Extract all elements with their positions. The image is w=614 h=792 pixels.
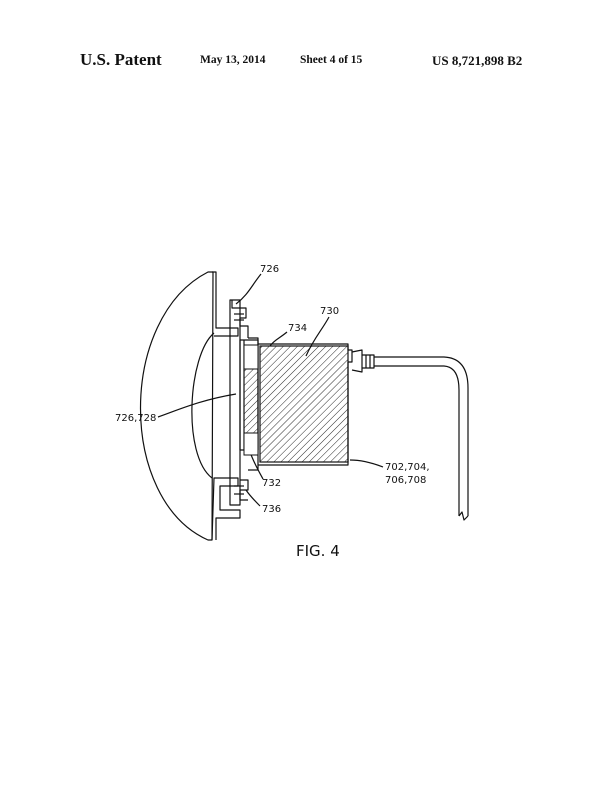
page-header: U.S. Patent May 13, 2014 Sheet 4 of 15 U… bbox=[0, 50, 614, 70]
patent-title: U.S. Patent bbox=[80, 50, 162, 69]
label-732: 732 bbox=[262, 478, 281, 489]
label-730: 730 bbox=[320, 306, 339, 317]
label-736: 736 bbox=[262, 504, 281, 515]
leader-734 bbox=[269, 331, 288, 347]
dome-lens bbox=[139, 271, 214, 541]
lower-bezel bbox=[211, 477, 241, 541]
leader-736 bbox=[245, 489, 261, 507]
heat-sink bbox=[259, 345, 349, 463]
sheet-number: Sheet 4 of 15 bbox=[300, 54, 363, 66]
label-726: 726 bbox=[260, 264, 279, 275]
leader-702 bbox=[349, 459, 384, 468]
figure-caption: FIG. 4 bbox=[296, 542, 340, 560]
upper-bezel bbox=[212, 271, 239, 337]
housing-body bbox=[248, 337, 353, 471]
cable bbox=[374, 356, 469, 516]
leader-726 bbox=[235, 273, 262, 305]
label-726-728: 726,728 bbox=[115, 413, 156, 424]
label-734: 734 bbox=[288, 323, 307, 334]
leader-726-728 bbox=[157, 393, 237, 418]
cable-gland bbox=[351, 349, 363, 373]
label-706-708: 706,708 bbox=[385, 475, 426, 486]
patent-date: May 13, 2014 bbox=[200, 54, 266, 66]
bottom-clip bbox=[239, 479, 249, 501]
patent-number: US 8,721,898 B2 bbox=[432, 53, 523, 68]
label-702-704: 702,704, bbox=[385, 462, 430, 473]
top-clip bbox=[231, 300, 249, 338]
